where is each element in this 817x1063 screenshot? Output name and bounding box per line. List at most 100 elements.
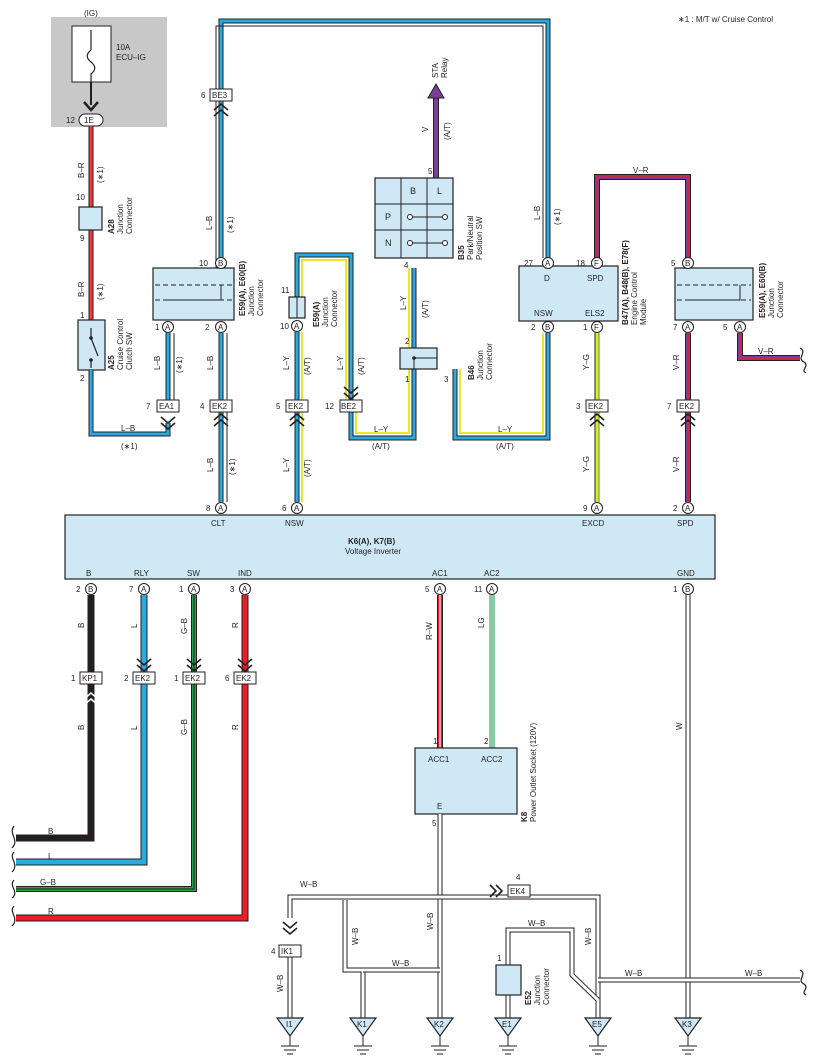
inv-name: Voltage Inverter [345,547,401,556]
tag-ik1: IK1 [281,947,294,956]
wire-label-l-b-clt: L–B [206,458,215,472]
connector-chevron-icon [213,102,229,117]
wire-label-l-b-ea1: L–B [153,356,162,370]
a25-label-2: Clutch SW [125,332,134,370]
wire-mark-at-6: (A/T) [421,300,430,318]
e59m-pin-10: 10 [280,322,289,331]
tag-ek2-rly: EK2 [135,674,151,683]
tag-be3: BE3 [212,91,228,100]
e59m-pin-a: A [294,322,300,331]
b46-code: B46 [467,365,476,380]
wire-break-icon [799,347,807,374]
inv-pin-nsw-a: A [294,504,300,513]
a28-label-1: Junction [116,204,125,234]
tag-ea1-pin: 7 [146,402,151,411]
tag-ik1-pin: 4 [271,947,276,956]
wire-r-red [16,595,249,922]
e59l-pin-a1: A [165,323,171,332]
wire-label-w-b-9: W–B [745,969,762,978]
inv-pin-ac2-a: A [489,585,495,594]
inv-pin-rly-a: A [141,585,147,594]
wire-label-v: V [421,126,430,132]
b35-col-l: L [437,186,442,196]
tag-be3-pin: 6 [201,91,206,100]
wire-label-r-1: R [231,622,240,628]
b35-label-1: Park/Neutral [466,215,475,260]
wire-label-b-bottom: B [48,827,53,836]
ground-k2: K2 [425,1017,455,1055]
tag-ek2-spd-pin: 7 [667,402,672,411]
wire-label-g-b-2: G–B [180,719,189,735]
wire-label-w-b-4: W–B [426,913,435,930]
e59r-label-1: Junction [767,288,776,318]
inv-pin-ac1-a: A [437,585,443,594]
tag-kp1: KP1 [82,674,98,683]
wire-label-w-b-3: W–B [392,959,409,968]
inv-terminal-clt: CLT [211,519,226,528]
tag-ek2-clt: EK2 [212,402,228,411]
a28-label-2: Connector [125,197,134,234]
wire-label-l-b-a25: L–B [121,424,135,433]
inv-pin-7: 7 [129,585,134,594]
e59r-pin-a7: A [685,323,691,332]
wire-mark-at-7: (A/T) [496,442,514,451]
wire-label-l-1: L [130,623,139,628]
wire-label-w: W [675,722,684,730]
e59l-pin-a2: A [218,323,224,332]
k8-terminal-e: E [437,802,442,811]
e59r-pin-5b: 5 [723,323,728,332]
wire-label-w-b-5: W–B [276,975,285,992]
fuse-rating: 10A [116,43,131,52]
inv-pin-gnd-b: B [685,585,690,594]
wire-e59-to-clt [218,333,228,502]
e52-pin-1: 1 [497,954,502,963]
inv-terminal-gnd: GND [677,569,695,578]
wire-label-l-y-3: L–Y [374,425,389,434]
tag-ek2-ind: EK2 [236,674,252,683]
wire-label-b-2: B [77,725,86,730]
wire-label-w-b-2: W–B [351,928,360,945]
inv-pin-6: 6 [282,504,287,513]
inv-terminal-excd: EXCD [582,519,604,528]
k8-pin-1: 1 [433,737,438,746]
tag-ek2-clt-pin: 4 [200,402,205,411]
tag-ek4: EK4 [510,887,526,896]
fuse-arrow-icon [83,101,99,112]
e59r-pin-a5: A [737,323,743,332]
wire-l-y-to-ecm [452,333,551,441]
wire-label-l-y-nsw: L–Y [282,457,291,472]
e52-code: E52 [524,990,533,1005]
inv-pin-ind-a: A [242,585,248,594]
tag-ek2-excd-pin: 3 [576,402,581,411]
inv-pin-b-b: B [88,585,93,594]
ecm-label-1: Engine Control [630,272,639,325]
inv-pin-1b: 1 [673,585,678,594]
ground-k1: K1 [348,1017,378,1055]
inv-terminal-nsw: NSW [285,519,304,528]
e59m-pin-11: 11 [281,286,290,295]
wire-label-w-b-7: W–B [584,928,593,945]
b35-pin-4: 4 [404,261,409,270]
wire-mark-star1-d: (∗1) [226,216,235,233]
wire-label-b-1: B [77,623,86,628]
inv-pin-5: 5 [425,585,430,594]
ecm-engine-control-module [518,265,619,322]
wire-mark-star1-c: (∗1) [121,442,138,451]
ecm-pin-f-bottom: F [594,323,599,332]
ig-label: (IG) [84,9,98,18]
e59-e60-junction-left [152,267,235,321]
ground-e5: E5 [583,1017,613,1055]
wire-mark-at-4: (A/T) [303,459,312,477]
wire-mark-star1-e: (∗1) [175,356,184,373]
e59-e60-junction-right [674,267,754,321]
wire-label-w-b-1: W–B [300,880,317,889]
b35-label-2: Position SW [475,216,484,260]
wire-label-l-b-ecm: L–B [533,206,542,220]
ground-i1: I1 [275,1017,305,1055]
wire-label-l-2: L [130,725,139,730]
wire-label-v-r-2: V–R [672,456,681,472]
wire-label-v-r-1: V–R [672,354,681,370]
wire-mark-star1-a: (∗1) [96,166,105,183]
ecm-code: B47(A), B48(B), E78(F) [621,240,630,325]
ecm-terminal-d: D [544,274,550,283]
